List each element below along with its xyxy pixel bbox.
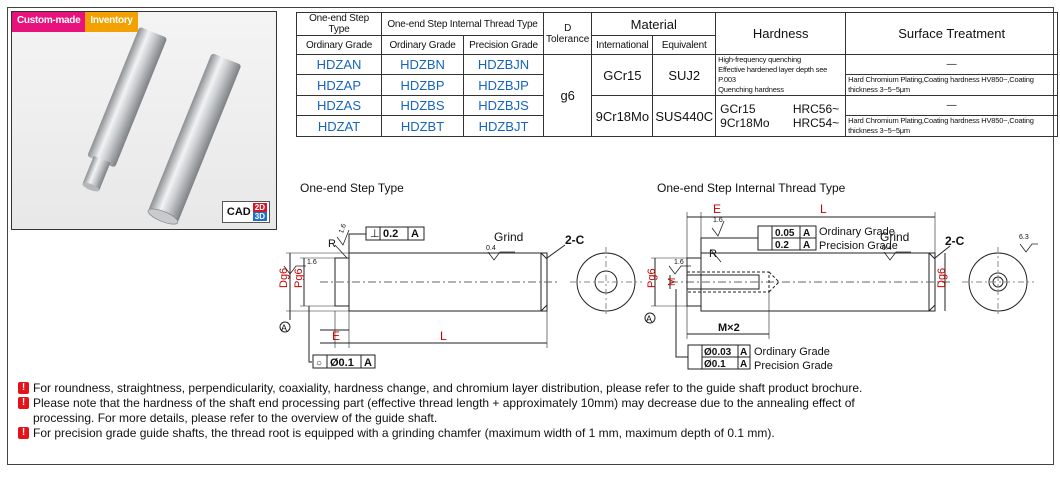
warning-icon: ! [18, 427, 29, 439]
part-link[interactable]: HDZAP [296, 74, 382, 96]
material-equiv-2: SUS440C [652, 95, 717, 137]
surface-none-2: — [845, 95, 1059, 116]
note-text: Please note that the hardness of the sha… [33, 396, 855, 410]
cad-label: CAD [226, 206, 251, 218]
tag-custom-made[interactable]: Custom-made [12, 12, 86, 32]
part-link[interactable]: HDZBJT [463, 115, 544, 137]
tag-row: Custom-made Inventory [12, 12, 138, 32]
cad-badge[interactable]: CAD 2D 3D [221, 201, 270, 223]
hardness-9cr-value: HRC54~ [792, 116, 840, 130]
note-text: processing. For more details, please ref… [33, 411, 438, 425]
note-item: ! For precision grade guide shafts, the … [18, 426, 1048, 441]
part-link[interactable]: HDZBT [381, 115, 464, 137]
part-link[interactable]: HDZBP [381, 74, 464, 96]
part-link[interactable]: HDZBJS [463, 95, 544, 116]
header-step-type: One-end Step Type [296, 12, 382, 36]
hardness-line-2: Effective hardened layer depth see P.003 [718, 65, 828, 84]
shafts-image [82, 27, 241, 225]
header-equivalent: Equivalent [652, 35, 717, 55]
warning-icon: ! [18, 397, 29, 409]
page-frame [7, 7, 1054, 465]
material-equiv-1: SUJ2 [652, 54, 717, 96]
hardness-line-3: Quenching hardness [718, 85, 784, 94]
header-thread-type: One-end Step Internal Thread Type [381, 12, 544, 36]
hardness-row-9cr: 9Cr18Mo HRC54~ [720, 116, 843, 130]
header-ordinary-grade-2: Ordinary Grade [381, 35, 464, 55]
spec-table: One-end Step Type One-end Step Internal … [296, 12, 1059, 137]
note-text: For precision grade guide shafts, the th… [33, 426, 775, 440]
surface-chrome-2: Hard Chromium Plating,Coating hardness H… [845, 115, 1059, 137]
hardness-values: GCr15 HRC56~ 9Cr18Mo HRC54~ [715, 95, 847, 137]
note-item-continued: processing. For more details, please ref… [18, 411, 1048, 426]
part-link[interactable]: HDZAS [296, 95, 382, 116]
header-material: Material [591, 12, 717, 36]
header-ordinary-grade-1: Ordinary Grade [296, 35, 382, 55]
part-link[interactable]: HDZAN [296, 54, 382, 75]
hardness-row-gcr: GCr15 HRC56~ [720, 102, 843, 116]
surface-chrome-1: Hard Chromium Plating,Coating hardness H… [845, 74, 1059, 96]
product-photo-panel: Custom-made Inventory CAD 2D 3D [11, 11, 277, 230]
header-surface-treatment: Surface Treatment [845, 12, 1059, 55]
part-link[interactable]: HDZBN [381, 54, 464, 75]
hardness-gcr: GCr15 [720, 102, 756, 116]
tolerance-value: g6 [542, 54, 593, 137]
warning-icon: ! [18, 382, 29, 394]
cad-2d-badge[interactable]: 2D [252, 203, 267, 212]
cad-dim-stack: 2D 3D [252, 203, 267, 221]
part-link[interactable]: HDZAT [296, 115, 382, 137]
part-link[interactable]: HDZBS [381, 95, 464, 116]
header-hardness: Hardness [715, 12, 847, 55]
cad-3d-badge[interactable]: 3D [252, 212, 267, 221]
part-link[interactable]: HDZBJN [463, 54, 544, 75]
header-international: International [591, 35, 654, 55]
material-intl-1: GCr15 [591, 54, 654, 96]
notes-section: ! For roundness, straightness, perpendic… [18, 381, 1048, 441]
left-drawing-title: One-end Step Type [300, 181, 404, 195]
header-d: D [564, 22, 572, 34]
note-item: ! For roundness, straightness, perpendic… [18, 381, 1048, 396]
part-link[interactable]: HDZBJP [463, 74, 544, 96]
hardness-line-1: High-frequency quenching [718, 55, 801, 64]
hardness-gcr-value: HRC56~ [792, 102, 840, 116]
hardness-9cr: 9Cr18Mo [720, 116, 770, 130]
tag-inventory[interactable]: Inventory [85, 12, 138, 32]
header-tolerance: Tolerance [546, 33, 590, 45]
header-precision-grade: Precision Grade [463, 35, 544, 55]
note-item: ! Please note that the hardness of the s… [18, 396, 1048, 411]
right-drawing-title: One-end Step Internal Thread Type [657, 181, 846, 195]
header-d-tolerance: D Tolerance [542, 12, 593, 55]
hardness-quenching-note: High-frequency quenching Effective harde… [715, 54, 847, 96]
material-intl-2: 9Cr18Mo [591, 95, 654, 137]
surface-none-1: — [845, 54, 1059, 75]
note-text: For roundness, straightness, perpendicul… [33, 381, 863, 395]
